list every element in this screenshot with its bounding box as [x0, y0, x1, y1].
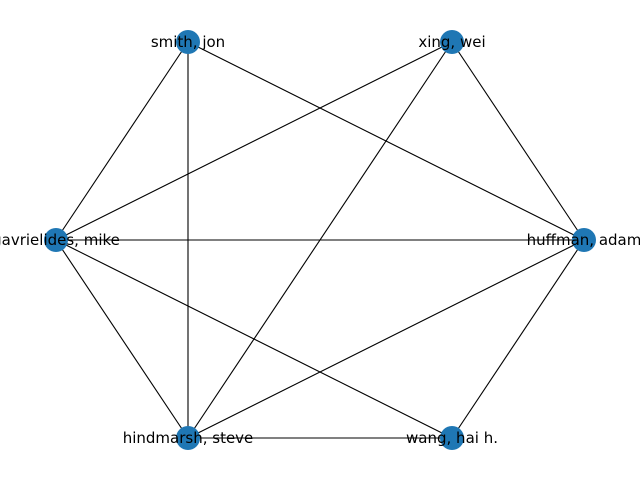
node-wang	[440, 426, 464, 450]
node-gavrielides	[44, 228, 68, 252]
edges-layer	[55, 41, 585, 439]
edge-xing-gavrielides	[55, 41, 453, 241]
nodes-layer	[44, 30, 596, 450]
edge-xing-huffman	[451, 41, 585, 241]
node-label-gavrielides: gavrielides, mike	[0, 231, 120, 249]
node-label-wang: wang, hai h.	[406, 429, 498, 447]
node-huffman	[572, 228, 596, 252]
node-label-smith: smith, jon	[151, 33, 225, 51]
node-smith	[176, 30, 200, 54]
node-label-xing: xing, wei	[418, 33, 485, 51]
node-label-huffman: huffman, adam	[527, 231, 640, 249]
node-xing	[440, 30, 464, 54]
edge-huffman-wang	[451, 239, 585, 439]
edge-smith-gavrielides	[55, 41, 189, 241]
labels-layer: smith, jon xing, wei gavrielides, mike huff…	[0, 33, 640, 447]
edge-gavrielides-hindmarsh	[55, 239, 189, 439]
edge-huffman-hindmarsh	[187, 239, 585, 439]
edge-gavrielides-wang	[55, 239, 453, 439]
node-label-hindmarsh: hindmarsh, steve	[123, 429, 254, 447]
node-hindmarsh	[176, 426, 200, 450]
